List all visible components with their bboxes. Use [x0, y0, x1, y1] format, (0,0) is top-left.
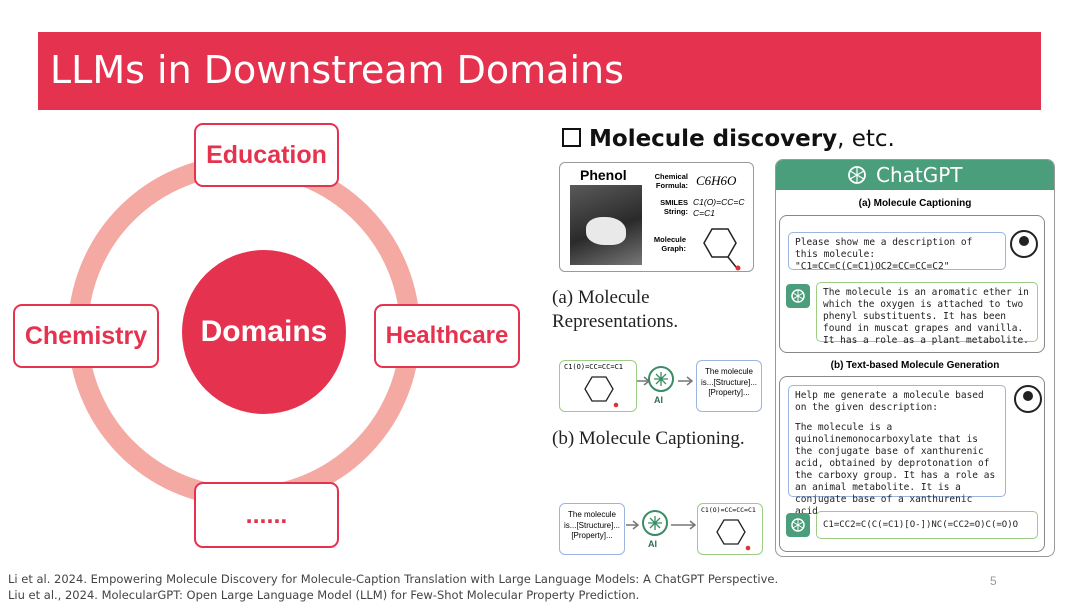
gpt-message-a: The molecule is an aromatic ether in whi…: [816, 282, 1038, 346]
arrow-right-icon: [626, 520, 640, 530]
flow-b-molecule: C1(O)=CC=CC=C1: [559, 360, 637, 412]
node-healthcare-label: Healthcare: [385, 322, 509, 349]
node-healthcare: Healthcare: [374, 304, 520, 368]
phenol-graph-icon: [703, 228, 741, 271]
user-avatar-icon: [1010, 230, 1038, 258]
flow-b-molecule-icon: [584, 376, 619, 408]
domains-center: Domains: [182, 250, 346, 414]
user-message-a: Please show me a description of this mol…: [788, 232, 1006, 272]
user-message-b-request: Help me generate a molecule based on the…: [795, 390, 984, 413]
section-b-label: (b) Text-based Molecule Generation: [830, 360, 1000, 371]
node-education: Education: [194, 123, 339, 187]
section-a-label: (a) Molecule Captioning: [858, 198, 972, 209]
caption-b: (b) Molecule Captioning.: [552, 428, 745, 449]
ai-brain-icon: [642, 510, 668, 536]
node-more: ......: [194, 482, 339, 548]
arrow-right-icon: [671, 520, 697, 530]
chatgpt-avatar-icon: [786, 284, 810, 308]
phenol-photo: [570, 185, 642, 265]
formula-label: Chemical Formula:: [654, 172, 688, 190]
formula-value: C6H6O: [696, 173, 737, 188]
flow-b-ai-label: AI: [654, 395, 663, 405]
molecule-name: Phenol: [580, 167, 627, 183]
section-title-suffix: , etc.: [837, 126, 895, 152]
smiles-label: SMILES String:: [660, 198, 688, 216]
ai-brain-icon: [648, 366, 674, 392]
section-title: Molecule discovery, etc.: [562, 126, 895, 152]
domains-center-label: Domains: [200, 315, 328, 348]
gpt-message-b: C1=CC2=C(C(=C1)[O-])NC(=CC2=O)C(=O)O: [816, 511, 1038, 539]
flow-c-molecule-icon: [716, 519, 751, 551]
arrow-right-icon: [678, 376, 694, 386]
smiles-value: C1(O)=CC=C C=C1: [693, 197, 745, 218]
chatgpt-title: ChatGPT: [876, 163, 963, 187]
checkbox-bullet-icon: [562, 128, 581, 147]
flow-b-smiles: C1(O)=CC=CC=C1: [564, 363, 624, 371]
flow-c-text: The molecule is...[Structure]...[Propert…: [559, 503, 625, 555]
slide-title: LLMs in Downstream Domains: [50, 48, 624, 92]
user-message-b-description: The molecule is a quinolinemonocarboxyla…: [795, 422, 996, 517]
flow-c-molecule: C1(O)=CC=CC=C1: [697, 503, 763, 555]
node-chemistry-label: Chemistry: [24, 321, 148, 350]
chatgpt-header: ChatGPT: [776, 160, 1054, 190]
reference-1: Li et al. 2024. Empowering Molecule Disc…: [8, 572, 779, 586]
chatgpt-avatar-icon: [786, 513, 810, 537]
reference-2: Liu et al., 2024. MolecularGPT: Open Lar…: [8, 588, 640, 602]
molecule-card: Phenol Chemical Formula: C6H6O SMILES St…: [559, 162, 754, 272]
flow-c-ai-label: AI: [648, 539, 657, 549]
node-chemistry: Chemistry: [13, 304, 159, 368]
caption-a: (a) Molecule Representations.: [552, 287, 679, 332]
graph-label: Molecule Graph:: [653, 235, 686, 253]
captioning-frame: Please show me a description of this mol…: [779, 215, 1045, 353]
user-message-b: Help me generate a molecule based on the…: [788, 385, 1006, 517]
chatgpt-panel: ChatGPT (a) Molecule Captioning Please s…: [775, 159, 1055, 557]
title-banner: LLMs in Downstream Domains: [38, 32, 1041, 110]
openai-logo-icon: [848, 166, 866, 184]
page-number: 5: [990, 574, 997, 588]
node-more-label: ......: [245, 500, 288, 529]
flow-c-smiles: C1(O)=CC=CC=C1: [701, 506, 756, 514]
generation-frame: Help me generate a molecule based on the…: [779, 376, 1045, 552]
user-avatar-icon: [1014, 385, 1042, 413]
flow-b-text: The molecule is...[Structure]...[Propert…: [696, 360, 762, 412]
node-education-label: Education: [206, 140, 327, 169]
section-title-bold: Molecule discovery: [589, 126, 838, 152]
